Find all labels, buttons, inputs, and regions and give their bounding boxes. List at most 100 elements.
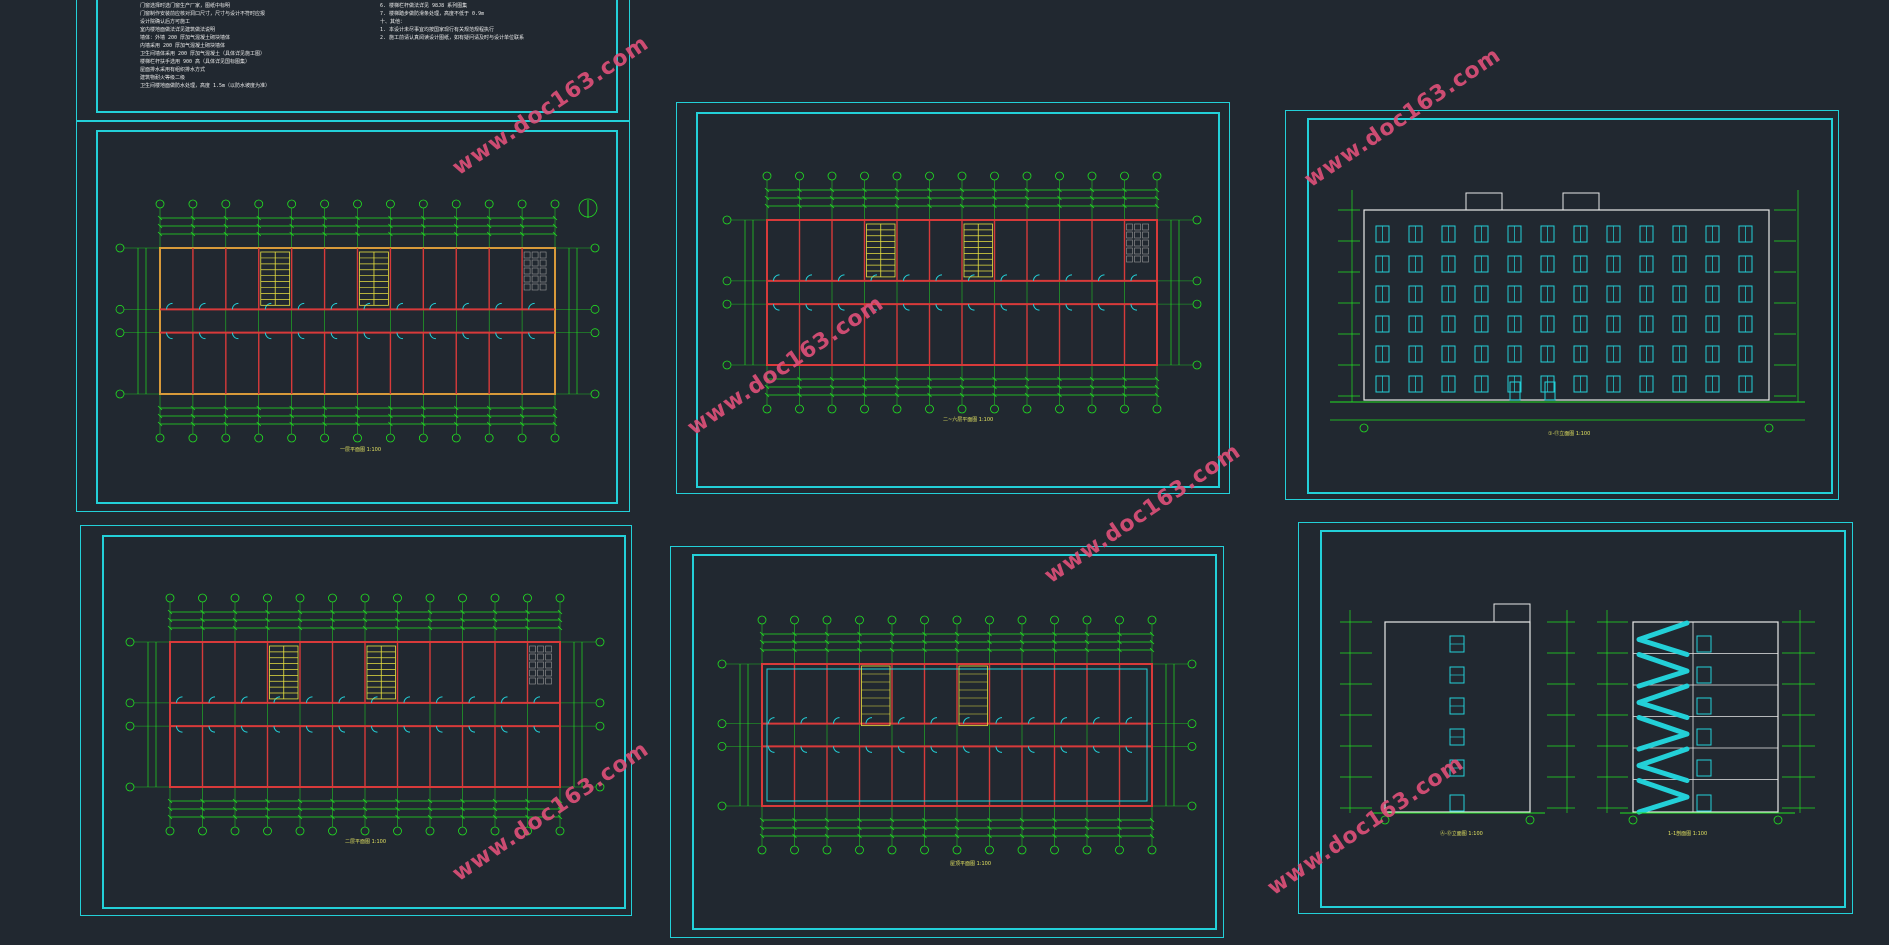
grid-bubble (1359, 423, 1369, 433)
dim-tick (857, 647, 862, 653)
dim-tick (857, 833, 862, 839)
door-swing (306, 696, 313, 703)
dim-tick (355, 215, 360, 221)
door-swing (338, 696, 346, 703)
grid-bubble-top (1147, 615, 1157, 625)
dim-tick (454, 215, 459, 221)
dim-tick (190, 231, 196, 237)
dim-tick (486, 413, 492, 419)
dim-tick (322, 405, 327, 411)
grid-bubble-top (386, 199, 395, 209)
dim-tick (1084, 631, 1090, 637)
grid-bubble-top (254, 199, 264, 209)
grid-bubble-top (990, 171, 999, 181)
door-swing (870, 304, 878, 311)
dim-tick (894, 195, 900, 201)
grid-bubble-left (722, 276, 732, 286)
dim-tick (256, 223, 261, 229)
dim-tick (862, 384, 867, 390)
grid-bubble-bottom (198, 826, 207, 836)
toilet-fixture (537, 661, 544, 669)
dim-tick (460, 806, 465, 812)
dim-tick (557, 814, 563, 820)
door-swing (963, 717, 970, 724)
grid-bubble-bottom (263, 826, 272, 836)
dim-tick (829, 187, 835, 193)
north-arrow (578, 198, 598, 218)
dim-tick (460, 625, 465, 631)
grid-bubble-bottom (757, 845, 767, 855)
dim-tick (959, 384, 965, 390)
dim-tick (167, 814, 173, 820)
dim-tick (764, 392, 770, 398)
dim-tick (200, 798, 205, 804)
section-outline (1632, 621, 1779, 813)
grid-bubble-top (418, 199, 428, 209)
door-swing (528, 332, 535, 340)
dim-tick (857, 817, 862, 823)
door-swing (1065, 304, 1073, 311)
grid-bubble-right (1187, 801, 1197, 811)
door-swing (231, 302, 239, 310)
toilet-fixture (1134, 255, 1141, 263)
toilet-fixture (545, 661, 552, 669)
door-swing (468, 726, 476, 733)
dim-tick (792, 825, 797, 831)
dim-tick (764, 195, 770, 201)
dim-tick (954, 833, 960, 839)
dim-tick (954, 817, 960, 823)
dim-tick (460, 617, 465, 623)
dim-tick (232, 609, 238, 615)
dim-tick (190, 405, 196, 411)
dim-tick (824, 833, 830, 839)
door-swing (462, 332, 469, 340)
dim-tick (792, 631, 797, 637)
dim-tick (1057, 203, 1062, 209)
dim-tick (454, 413, 459, 419)
sheet-second-plan-frame (80, 525, 632, 916)
grid-bubble-top (555, 593, 565, 603)
toilet-fixture (1126, 255, 1133, 263)
dim-tick (167, 798, 173, 804)
grid-bubble-bottom (550, 433, 560, 443)
dim-tick (1089, 376, 1095, 382)
dim-tick (1057, 376, 1062, 382)
grid-bubble-bottom (855, 845, 864, 855)
dim-tick (992, 187, 997, 193)
door-swing (403, 726, 411, 733)
dim-tick (486, 421, 492, 427)
dim-tick (889, 817, 895, 823)
dim-tick (265, 609, 270, 615)
toilet-fixture (1126, 223, 1133, 231)
dim-tick (200, 625, 205, 631)
dim-tick (167, 617, 173, 623)
grid-bubble-left (722, 215, 732, 225)
dim-tick (862, 195, 867, 201)
sheet-front-elevation-frame (1285, 110, 1839, 500)
toilet-fixture (531, 275, 539, 283)
dim-tick (388, 223, 393, 229)
door-swing (1000, 304, 1008, 311)
dim-tick (1154, 195, 1160, 201)
dim-tick (232, 625, 238, 631)
dim-tick (797, 195, 802, 201)
dim-tick (889, 639, 895, 645)
dim-tick (223, 215, 229, 221)
side-roof-box (1493, 603, 1531, 623)
section-window (1696, 666, 1712, 684)
grid-bubble-left (115, 243, 125, 253)
dim-tick (190, 215, 196, 221)
grid-bubble-bottom (451, 433, 461, 443)
dim-tick (557, 806, 563, 812)
toilet-fixture (545, 645, 552, 653)
dim-tick (862, 203, 867, 209)
dim-tick (421, 223, 426, 229)
door-swing (898, 746, 905, 753)
door-swing (495, 302, 502, 310)
door-swing (903, 304, 910, 311)
dim-tick (1089, 392, 1095, 398)
door-swing (833, 717, 840, 724)
dim-tick (792, 817, 797, 823)
grid-bubble-bottom (1120, 404, 1129, 414)
grid-bubble-bottom (1115, 845, 1124, 855)
